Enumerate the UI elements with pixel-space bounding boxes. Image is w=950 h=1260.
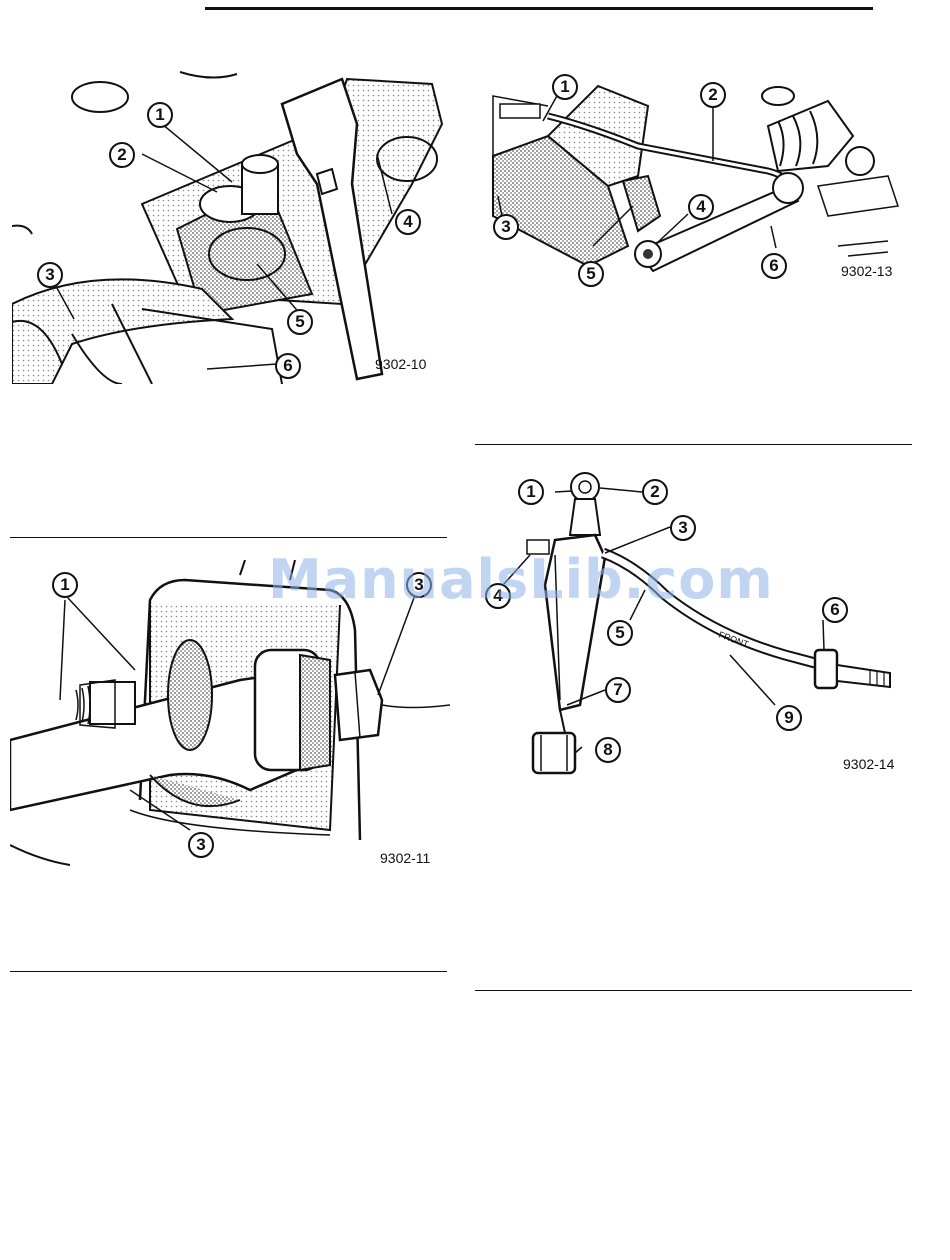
- figure-code: 9302-11: [380, 850, 430, 866]
- callout-4: 4: [688, 194, 714, 220]
- callout-3: 3: [493, 214, 519, 240]
- figure-code: 9302-13: [841, 263, 892, 279]
- callout-1: 1: [518, 479, 544, 505]
- figure-9302-14: FRONT 1 2 3 4 5 6 7 8 9 9302-14: [485, 465, 910, 785]
- figure-9302-13: 1 2 3 4 5 6 9302-13: [488, 66, 908, 296]
- figure-9302-13-drawing: [488, 66, 908, 296]
- callout-3-bottom: 3: [188, 832, 214, 858]
- callout-8: 8: [595, 737, 621, 763]
- figure-code: 9302-14: [843, 756, 894, 772]
- callout-6: 6: [761, 253, 787, 279]
- callout-7: 7: [605, 677, 631, 703]
- figure-9302-10-drawing: [12, 64, 457, 384]
- divider-right-2: [475, 990, 912, 991]
- divider-left-2: [10, 971, 447, 972]
- callout-1: 1: [52, 572, 78, 598]
- callout-5: 5: [287, 309, 313, 335]
- callout-9: 9: [776, 705, 802, 731]
- divider-left-1: [10, 537, 447, 538]
- callout-1: 1: [147, 102, 173, 128]
- figure-9302-14-drawing: FRONT: [485, 465, 910, 785]
- callout-2: 2: [700, 82, 726, 108]
- callout-6: 6: [275, 353, 301, 379]
- callout-3: 3: [37, 262, 63, 288]
- watermark: ManualsLib.com: [268, 548, 774, 611]
- divider-right-1: [475, 444, 912, 445]
- figure-code: 9302-10: [375, 356, 426, 372]
- callout-5: 5: [578, 261, 604, 287]
- callout-4: 4: [395, 209, 421, 235]
- figure-9302-10: 1 2 3 4 5 6 9302-10: [12, 64, 457, 384]
- callout-5: 5: [607, 620, 633, 646]
- callout-6: 6: [822, 597, 848, 623]
- callout-3: 3: [670, 515, 696, 541]
- callout-1: 1: [552, 74, 578, 100]
- header-rule: [205, 7, 873, 10]
- callout-2: 2: [109, 142, 135, 168]
- callout-2: 2: [642, 479, 668, 505]
